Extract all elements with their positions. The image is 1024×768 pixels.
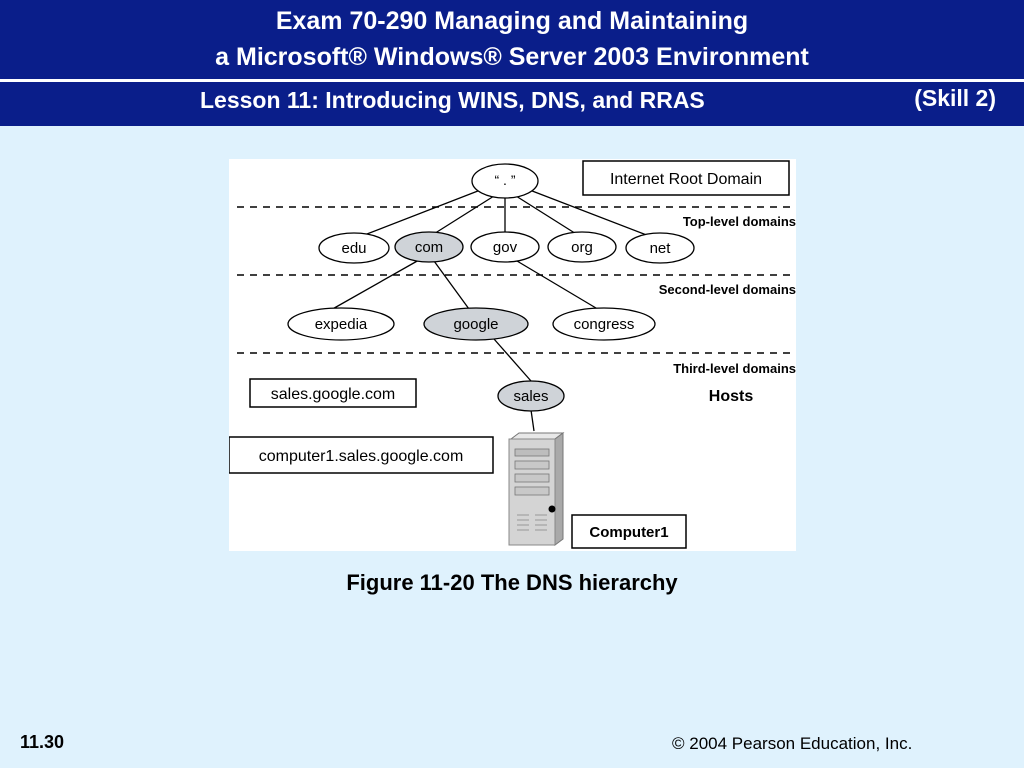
domain-label-gov: gov — [493, 239, 518, 256]
domain-node-edu — [318, 232, 390, 264]
skill-label: (Skill 2) — [914, 85, 996, 111]
domain-node-congress — [552, 307, 656, 341]
lesson-title: Lesson 11: Introducing WINS, DNS, and RR… — [200, 87, 705, 113]
figure-caption: Figure 11-20 The DNS hierarchy — [346, 570, 678, 595]
domain-label-com: com — [415, 239, 443, 256]
dns-hierarchy-diagram: “ . ” Internet Root Domain Top-level dom… — [229, 160, 796, 549]
domain-label-net: net — [650, 240, 672, 257]
top-level-label: Top-level domains — [683, 214, 796, 229]
root-node — [471, 163, 539, 199]
server-tower-icon — [508, 432, 565, 546]
fqdn-box-sales — [249, 378, 417, 408]
copyright-notice: © 2004 Pearson Education, Inc. — [672, 734, 913, 753]
domain-node-com — [394, 231, 464, 263]
domain-label-google: google — [453, 316, 498, 333]
domain-label-org: org — [571, 239, 593, 256]
fqdn-box-computer1 — [229, 436, 494, 474]
slide-number: 11.30 — [20, 732, 65, 752]
root-domain-box — [582, 160, 790, 196]
host-node-sales — [497, 380, 565, 412]
third-level-label: Third-level domains — [673, 361, 796, 376]
fqdn-label-computer1: computer1.sales.google.com — [259, 448, 464, 465]
title-banner: Exam 70-290 Managing and Maintaining a M… — [0, 0, 1024, 126]
second-level-label: Second-level domains — [659, 282, 796, 297]
slide-title-line-2: a Microsoft® Windows® Server 2003 Enviro… — [215, 43, 809, 71]
computer1-label: Computer1 — [589, 524, 668, 541]
hosts-label: Hosts — [709, 388, 754, 405]
computer1-box — [571, 514, 687, 549]
domain-label-expedia: expedia — [315, 316, 368, 333]
root-domain-label: Internet Root Domain — [610, 171, 762, 188]
root-node-label: “ . ” — [495, 172, 516, 188]
domain-node-org — [547, 231, 617, 263]
host-label-sales: sales — [513, 388, 548, 405]
domain-node-net — [625, 232, 695, 264]
domain-label-congress: congress — [574, 316, 635, 333]
domain-node-gov — [470, 231, 540, 263]
dns-hierarchy-figure: “ . ” Internet Root Domain Top-level dom… — [229, 159, 796, 551]
domain-label-edu: edu — [341, 240, 366, 257]
domain-node-google — [423, 307, 529, 341]
title-divider — [0, 79, 1024, 82]
domain-node-expedia — [287, 307, 395, 341]
fqdn-label-sales: sales.google.com — [271, 386, 396, 403]
slide-title-line-1: Exam 70-290 Managing and Maintaining — [275, 7, 749, 35]
connector-lines — [328, 188, 658, 432]
